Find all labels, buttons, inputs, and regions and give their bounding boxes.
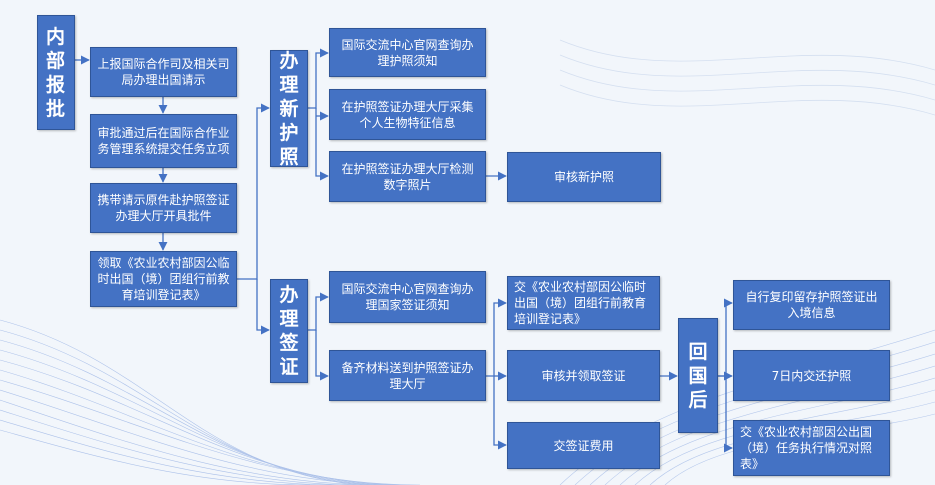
pay-fee-label: 交签证费用 [553, 438, 614, 453]
pay-fee-node: 交签证费用 [507, 422, 660, 469]
photo-check-label: 在护照签证办理大厅检测数字照片 [341, 161, 474, 192]
hand-in-form-label: 交《农业农村部因公临时出国（境）团组行前教育培训登记表》 [514, 280, 647, 326]
biometrics-node: 在护照签证办理大厅采集个人生物特征信息 [329, 89, 486, 140]
hand-in-form-node: 交《农业农村部因公临时出国（境）团组行前教育培训登记表》 [507, 276, 660, 330]
return-passport-label: 7日内交还护照 [771, 368, 852, 383]
after-return-label: 回国后 [688, 340, 708, 411]
return-passport-node: 7日内交还护照 [733, 350, 890, 401]
after-return-node: 回国后 [678, 318, 718, 433]
biometrics-label: 在护照签证办理大厅采集个人生物特征信息 [341, 99, 474, 130]
task-approval-node: 审批通过后在国际合作业务管理系统提交任务立项 [90, 114, 237, 168]
internal-approval-node: 内部报批 [37, 15, 75, 130]
review-visa-label: 审核并领取签证 [541, 368, 626, 383]
report-request-node: 上报国际合作司及相关司局办理出国请示 [90, 47, 237, 97]
photo-check-node: 在护照签证办理大厅检测数字照片 [329, 151, 486, 202]
collect-form-label: 领取《农业农村部因公临时出国（境）团组行前教育培训登记表》 [97, 256, 230, 302]
new-passport-label: 办理新护照 [279, 49, 299, 168]
submit-materials-label: 备齐材料送到护照签证办理大厅 [341, 360, 474, 391]
review-passport-node: 审核新护照 [507, 152, 661, 202]
carry-original-node: 携带请示原件赴护照签证办理大厅开具批件 [90, 183, 237, 233]
review-visa-node: 审核并领取签证 [507, 350, 660, 401]
copy-retain-label: 自行复印留存护照签证出入境信息 [745, 290, 878, 320]
visa-notice-node: 国际交流中心官网查询办理国家签证须知 [329, 271, 486, 323]
report-request-label: 上报国际合作司及相关司局办理出国请示 [97, 57, 230, 87]
hand-in-task-table-label: 交《农业农村部因公出国（境）任务执行情况对照表》 [740, 425, 873, 471]
visa-node: 办理签证 [270, 279, 308, 383]
internal-approval-label: 内部报批 [45, 25, 66, 120]
visa-notice-label: 国际交流中心官网查询办理国家签证须知 [341, 282, 474, 312]
collect-form-node: 领取《农业农村部因公临时出国（境）团组行前教育培训登记表》 [90, 251, 237, 307]
passport-notice-node: 国际交流中心官网查询办理护照须知 [329, 28, 486, 77]
hand-in-task-table-node: 交《农业农村部因公出国（境）任务执行情况对照表》 [733, 420, 890, 476]
copy-retain-node: 自行复印留存护照签证出入境信息 [733, 280, 890, 330]
submit-materials-node: 备齐材料送到护照签证办理大厅 [329, 350, 486, 401]
review-passport-label: 审核新护照 [553, 170, 614, 184]
visa-label: 办理签证 [279, 284, 299, 378]
carry-original-label: 携带请示原件赴护照签证办理大厅开具批件 [97, 193, 230, 223]
new-passport-node: 办理新护照 [270, 49, 308, 168]
task-approval-label: 审批通过后在国际合作业务管理系统提交任务立项 [97, 126, 230, 156]
passport-notice-label: 国际交流中心官网查询办理护照须知 [341, 37, 474, 68]
